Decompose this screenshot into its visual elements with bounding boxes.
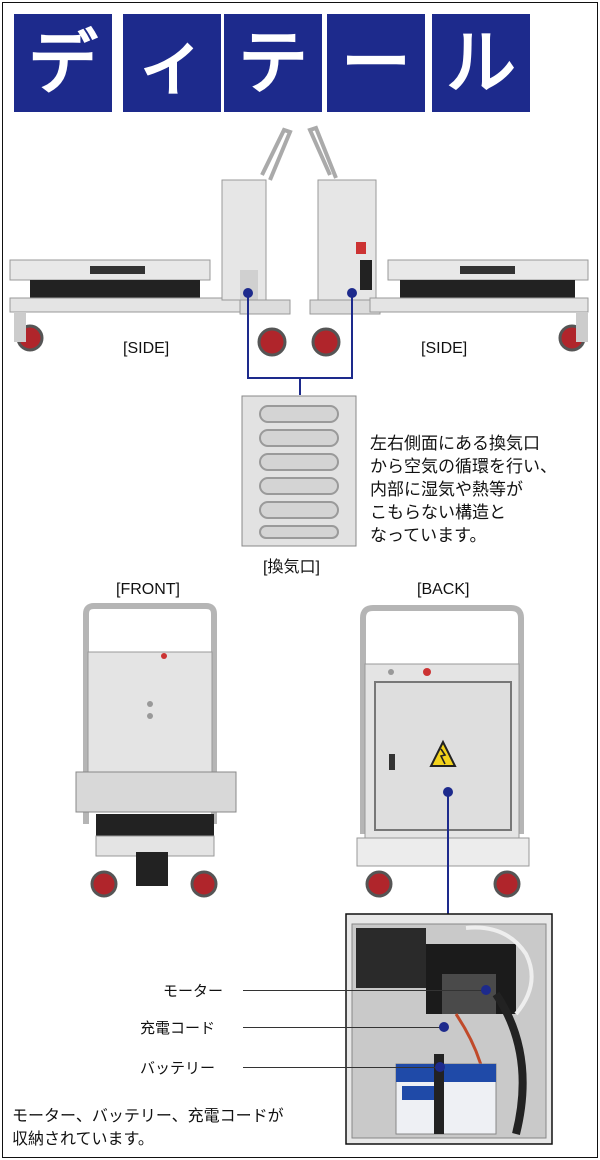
vent-closeup-image xyxy=(241,395,357,547)
vent-pointer-left-dot xyxy=(243,288,253,298)
battery-callout-dot xyxy=(435,1062,445,1072)
motor-callout-label: モーター xyxy=(163,982,224,1000)
front-view-illustration xyxy=(75,603,237,898)
vent-pointer-right-dot xyxy=(347,288,357,298)
back-pointer-dot xyxy=(443,787,453,797)
battery-callout-line xyxy=(243,1067,439,1068)
page-title: デ ィ テ ー ル xyxy=(14,14,586,114)
back-label: [BACK] xyxy=(417,581,470,598)
vent-line-right xyxy=(351,296,353,378)
back-pointer-line xyxy=(447,795,449,915)
vent-line-stem xyxy=(299,377,301,395)
internal-compartment-image xyxy=(345,913,553,1145)
vent-desc-line-5: なっています。 xyxy=(370,526,487,546)
front-label: [FRONT] xyxy=(116,581,180,598)
charge-cord-callout-label: 充電コード xyxy=(140,1019,216,1037)
vent-desc-line-4: こもらない構造と xyxy=(370,503,506,523)
side-left-label: [SIDE] xyxy=(123,340,170,357)
motor-callout-line xyxy=(243,990,485,991)
vent-line-left xyxy=(247,296,249,378)
battery-callout-label: バッテリー xyxy=(140,1059,216,1077)
storage-note-line-2: 収納されています。 xyxy=(12,1129,154,1148)
side-right-label: [SIDE] xyxy=(421,340,468,357)
back-view-illustration xyxy=(356,605,530,898)
title-char-3: テ xyxy=(224,14,322,112)
vent-label: [換気口] xyxy=(263,559,320,576)
title-char-4: ー xyxy=(327,14,425,112)
motor-callout-dot xyxy=(481,985,491,995)
title-char-2: ィ xyxy=(123,14,221,112)
vent-desc-line-2: から空気の循環を行い、 xyxy=(370,457,557,477)
title-char-5: ル xyxy=(432,14,530,112)
side-view-illustration xyxy=(9,125,589,357)
charge-cord-callout-line xyxy=(243,1027,443,1028)
storage-note-line-1: モーター、バッテリー、充電コードが xyxy=(12,1106,284,1125)
vent-desc-line-1: 左右側面にある換気口 xyxy=(370,434,540,454)
title-char-1: デ xyxy=(14,14,112,112)
vent-desc-line-3: 内部に湿気や熱等が xyxy=(370,480,523,500)
charge-cord-callout-dot xyxy=(439,1022,449,1032)
